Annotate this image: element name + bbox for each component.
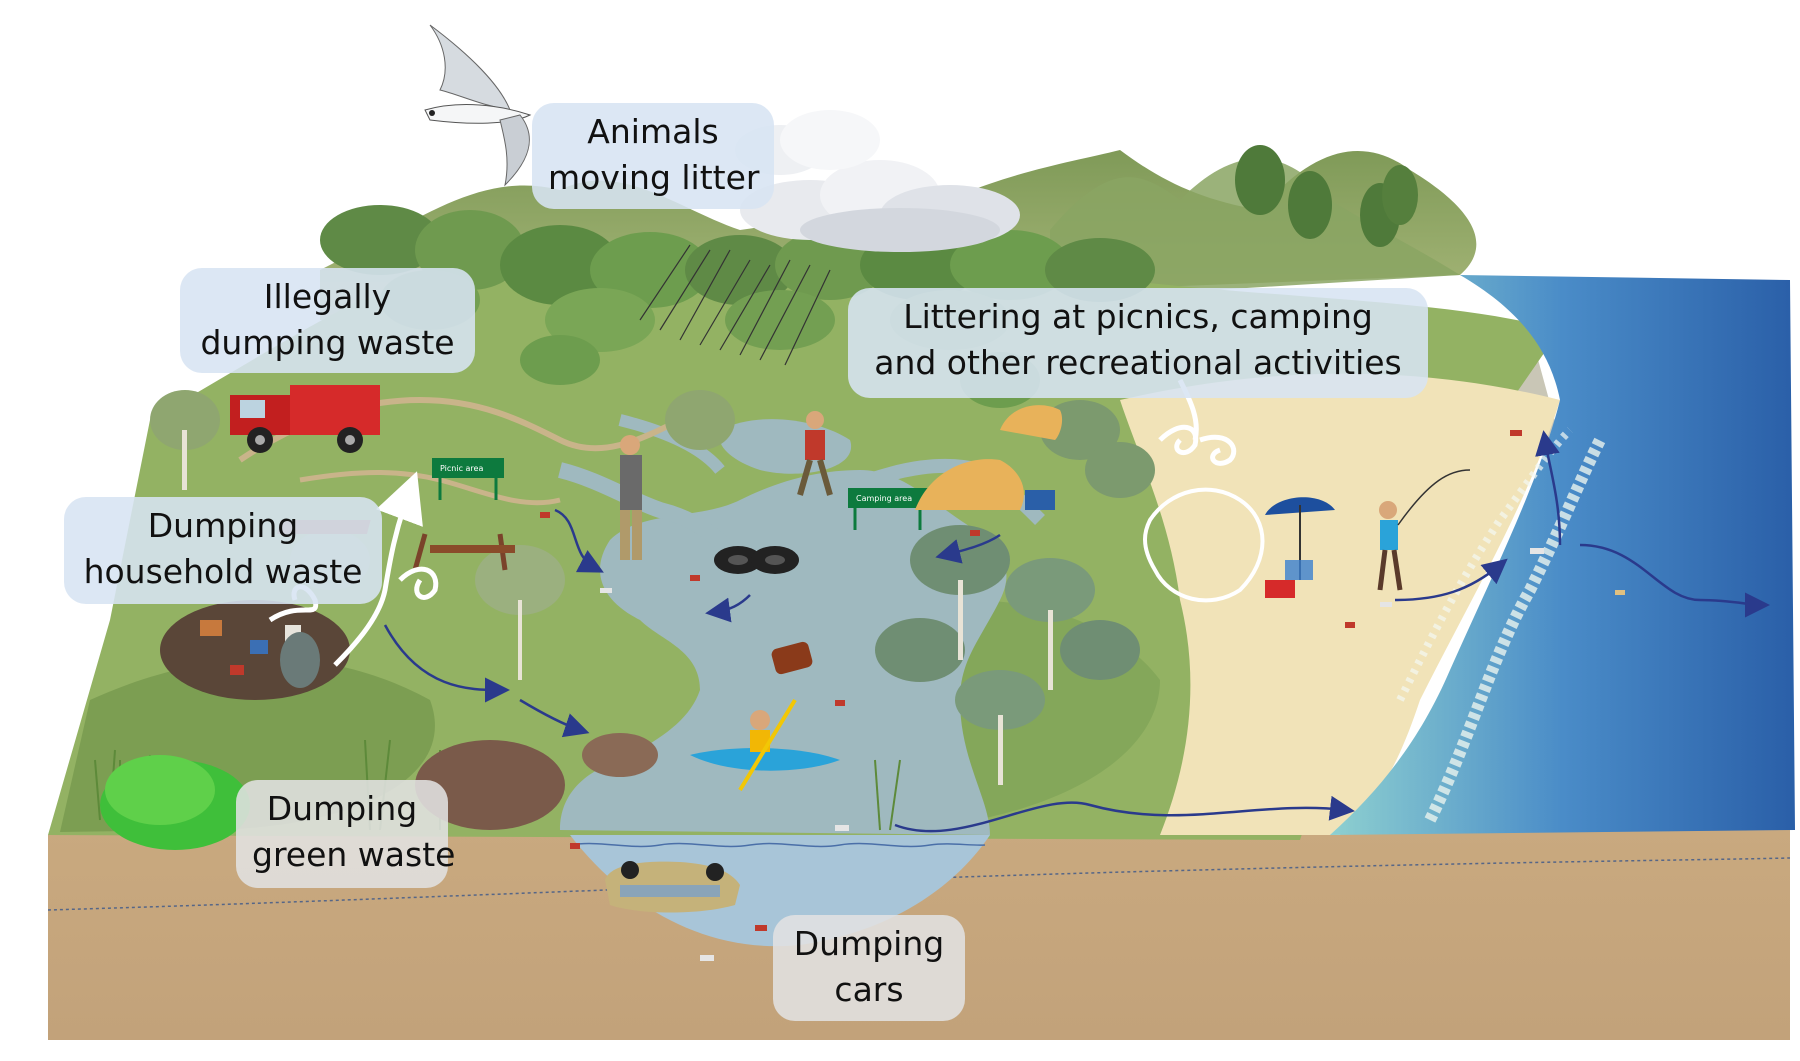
- callout-recreation-littering: Littering at picnics, camping and other …: [848, 288, 1428, 398]
- cooler: [1025, 490, 1055, 510]
- bird-icon: [424, 24, 532, 187]
- umbrella-icon: [1265, 497, 1335, 598]
- callout-household-waste: Dumping household waste: [64, 497, 382, 604]
- callout-animals-line2: moving litter: [548, 158, 760, 197]
- callout-illegal-dumping: Illegally dumping waste: [180, 268, 475, 373]
- callout-illegal-line2: dumping waste: [200, 323, 455, 362]
- car-icon: [605, 861, 740, 913]
- camping-sign-text: Camping area: [856, 494, 912, 503]
- pine-trees: [1235, 145, 1418, 247]
- callout-green-line2: green waste: [252, 835, 456, 874]
- kayak-icon: [690, 698, 840, 792]
- truck-icon: [230, 385, 380, 453]
- rusty-drum: [771, 641, 813, 675]
- tire-icon: [714, 546, 799, 574]
- callout-illegal-line1: Illegally: [263, 277, 392, 316]
- picnic-area-sign: Picnic area: [432, 458, 504, 500]
- household-waste-pile: [160, 600, 350, 700]
- green-waste-pile: [100, 755, 250, 850]
- soil-horizon-line: [47, 857, 1791, 911]
- camping-area-sign: Camping area: [848, 488, 928, 530]
- water-surface-line: [569, 842, 986, 848]
- person-hiker: [797, 411, 833, 496]
- callout-household-line2: household waste: [83, 552, 363, 591]
- callout-cars-line2: cars: [834, 970, 904, 1009]
- sea: [1330, 275, 1795, 835]
- picnic-sign-text: Picnic area: [440, 464, 483, 473]
- cloud-icon: [735, 110, 1020, 252]
- surf-foam-2: [1396, 427, 1573, 702]
- callout-cars: Dumping cars: [773, 915, 965, 1021]
- rocks: [415, 733, 658, 830]
- callout-green-line1: Dumping: [266, 789, 418, 828]
- callout-recreation-line1: Littering at picnics, camping: [903, 297, 1373, 336]
- rain-streaks: [639, 244, 831, 366]
- surf-foam: [1424, 437, 1606, 823]
- litter-items: [540, 430, 1625, 961]
- callout-recreation-line2: and other recreational activities: [874, 343, 1402, 382]
- callout-household-line1: Dumping: [147, 506, 299, 545]
- callout-cars-line1: Dumping: [793, 924, 945, 963]
- person-fisher: [1377, 469, 1471, 591]
- creek-1: [557, 462, 746, 566]
- person-photographer: [620, 435, 642, 560]
- callout-green-waste: Dumping green waste: [236, 780, 456, 888]
- beach-sand: [1120, 373, 1560, 835]
- tent-icon: [915, 405, 1063, 510]
- flow-arrows: [383, 430, 1770, 833]
- callout-animals-line1: Animals: [587, 112, 719, 151]
- callout-animals-moving-litter: Animals moving litter: [532, 103, 774, 209]
